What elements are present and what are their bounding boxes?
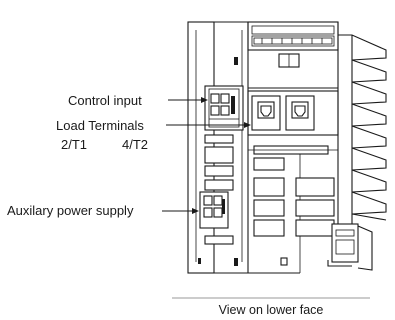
markers: [198, 257, 288, 266]
load-terminals-label: Load Terminals: [56, 118, 144, 133]
terminal-4-t2-label: 4/T2: [122, 137, 148, 152]
aux-power-terminal: [199, 191, 234, 245]
view-caption: View on lower face: [219, 303, 324, 317]
leader-lines: [162, 97, 251, 214]
control-input-terminal: [204, 85, 244, 131]
aux-power-label: Auxilary power supply: [7, 203, 134, 218]
mounting-bracket: [327, 223, 373, 271]
top-connector: [234, 21, 339, 68]
control-input-label: Control input: [68, 93, 142, 108]
terminal-2-t1-label: 2/T1: [61, 137, 87, 152]
middle-slots: [204, 134, 338, 237]
load-terminals: [247, 90, 339, 136]
heat-sink: [337, 34, 387, 240]
